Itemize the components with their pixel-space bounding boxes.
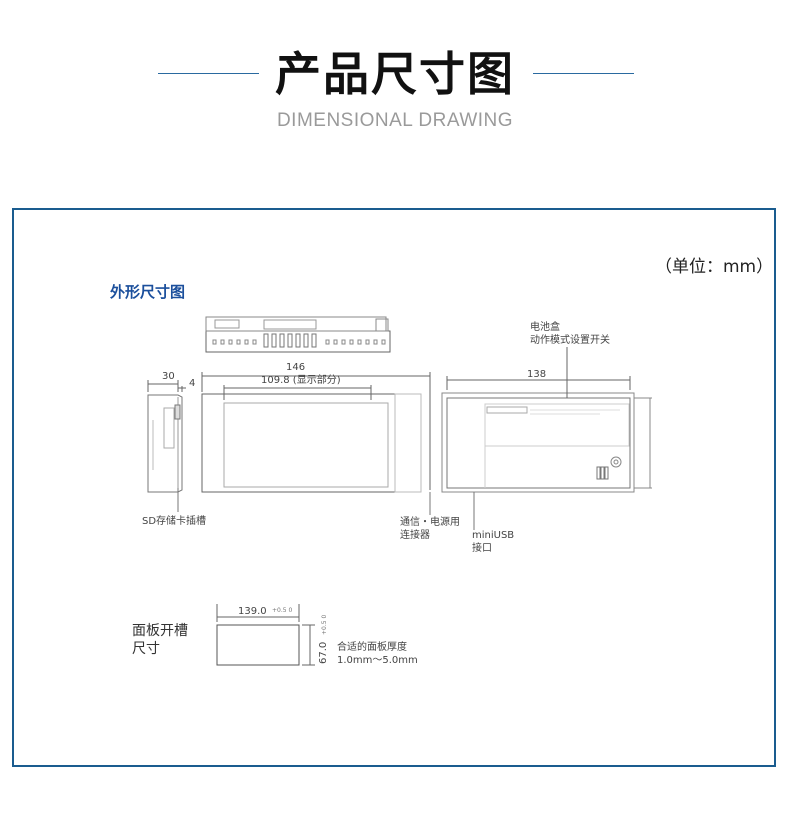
usb-label-line1: miniUSB xyxy=(472,530,515,541)
dim-rear-width: 138 xyxy=(527,369,546,380)
cutout-title: 面板开槽 尺寸 xyxy=(132,622,188,658)
comm-connector-label: 通信・电源用 连接器 xyxy=(400,516,460,542)
panel-thickness-note: 合适的面板厚度 1.0mm～5.0mm xyxy=(337,641,418,667)
battery-label-line2: 动作模式设置开关 xyxy=(530,335,610,346)
sd-slot-label: SD存储卡插槽 xyxy=(142,516,207,527)
cutout-width: 139.0 xyxy=(238,606,267,617)
dim-depth: 30 xyxy=(162,371,175,382)
page-subtitle: DIMENSIONAL DRAWING xyxy=(276,110,514,131)
unit-note: （单位：mm） xyxy=(655,257,774,277)
cutout-width-tol: +0.5 0 xyxy=(272,607,292,614)
header-rule-right xyxy=(533,73,634,74)
battery-label: 电池盒 动作模式设置开关 xyxy=(530,321,610,347)
rear-view xyxy=(441,347,652,493)
cutout-height-tol: +0.5 0 xyxy=(321,615,328,635)
drawing-frame xyxy=(12,208,776,767)
comm-label-line2: 连接器 xyxy=(400,530,430,541)
front-view xyxy=(201,372,431,493)
leader-lines xyxy=(177,488,475,530)
cutout-height: 67.0 xyxy=(318,642,329,664)
side-view xyxy=(147,380,186,493)
dim-display: 109.8 (显示部分) xyxy=(261,373,341,386)
battery-label-line1: 电池盒 xyxy=(530,322,560,333)
page-title: 产品尺寸图 xyxy=(275,47,515,101)
dim-width: 146 xyxy=(286,362,305,373)
section-title: 外形尺寸图 xyxy=(110,283,186,301)
dim-bezel: 4 xyxy=(189,378,195,389)
thickness-line2: 1.0mm～5.0mm xyxy=(337,655,418,666)
miniusb-label: miniUSB 接口 xyxy=(472,529,514,555)
top-view xyxy=(205,316,391,353)
usb-label-line2: 接口 xyxy=(472,543,492,554)
comm-label-line1: 通信・电源用 xyxy=(400,517,460,528)
thickness-line1: 合适的面板厚度 xyxy=(337,642,407,653)
cutout-title-line1: 面板开槽 xyxy=(132,623,188,639)
panel-cutout-view xyxy=(216,604,315,666)
cutout-title-line2: 尺寸 xyxy=(132,641,160,657)
header-rule-left xyxy=(158,73,259,74)
